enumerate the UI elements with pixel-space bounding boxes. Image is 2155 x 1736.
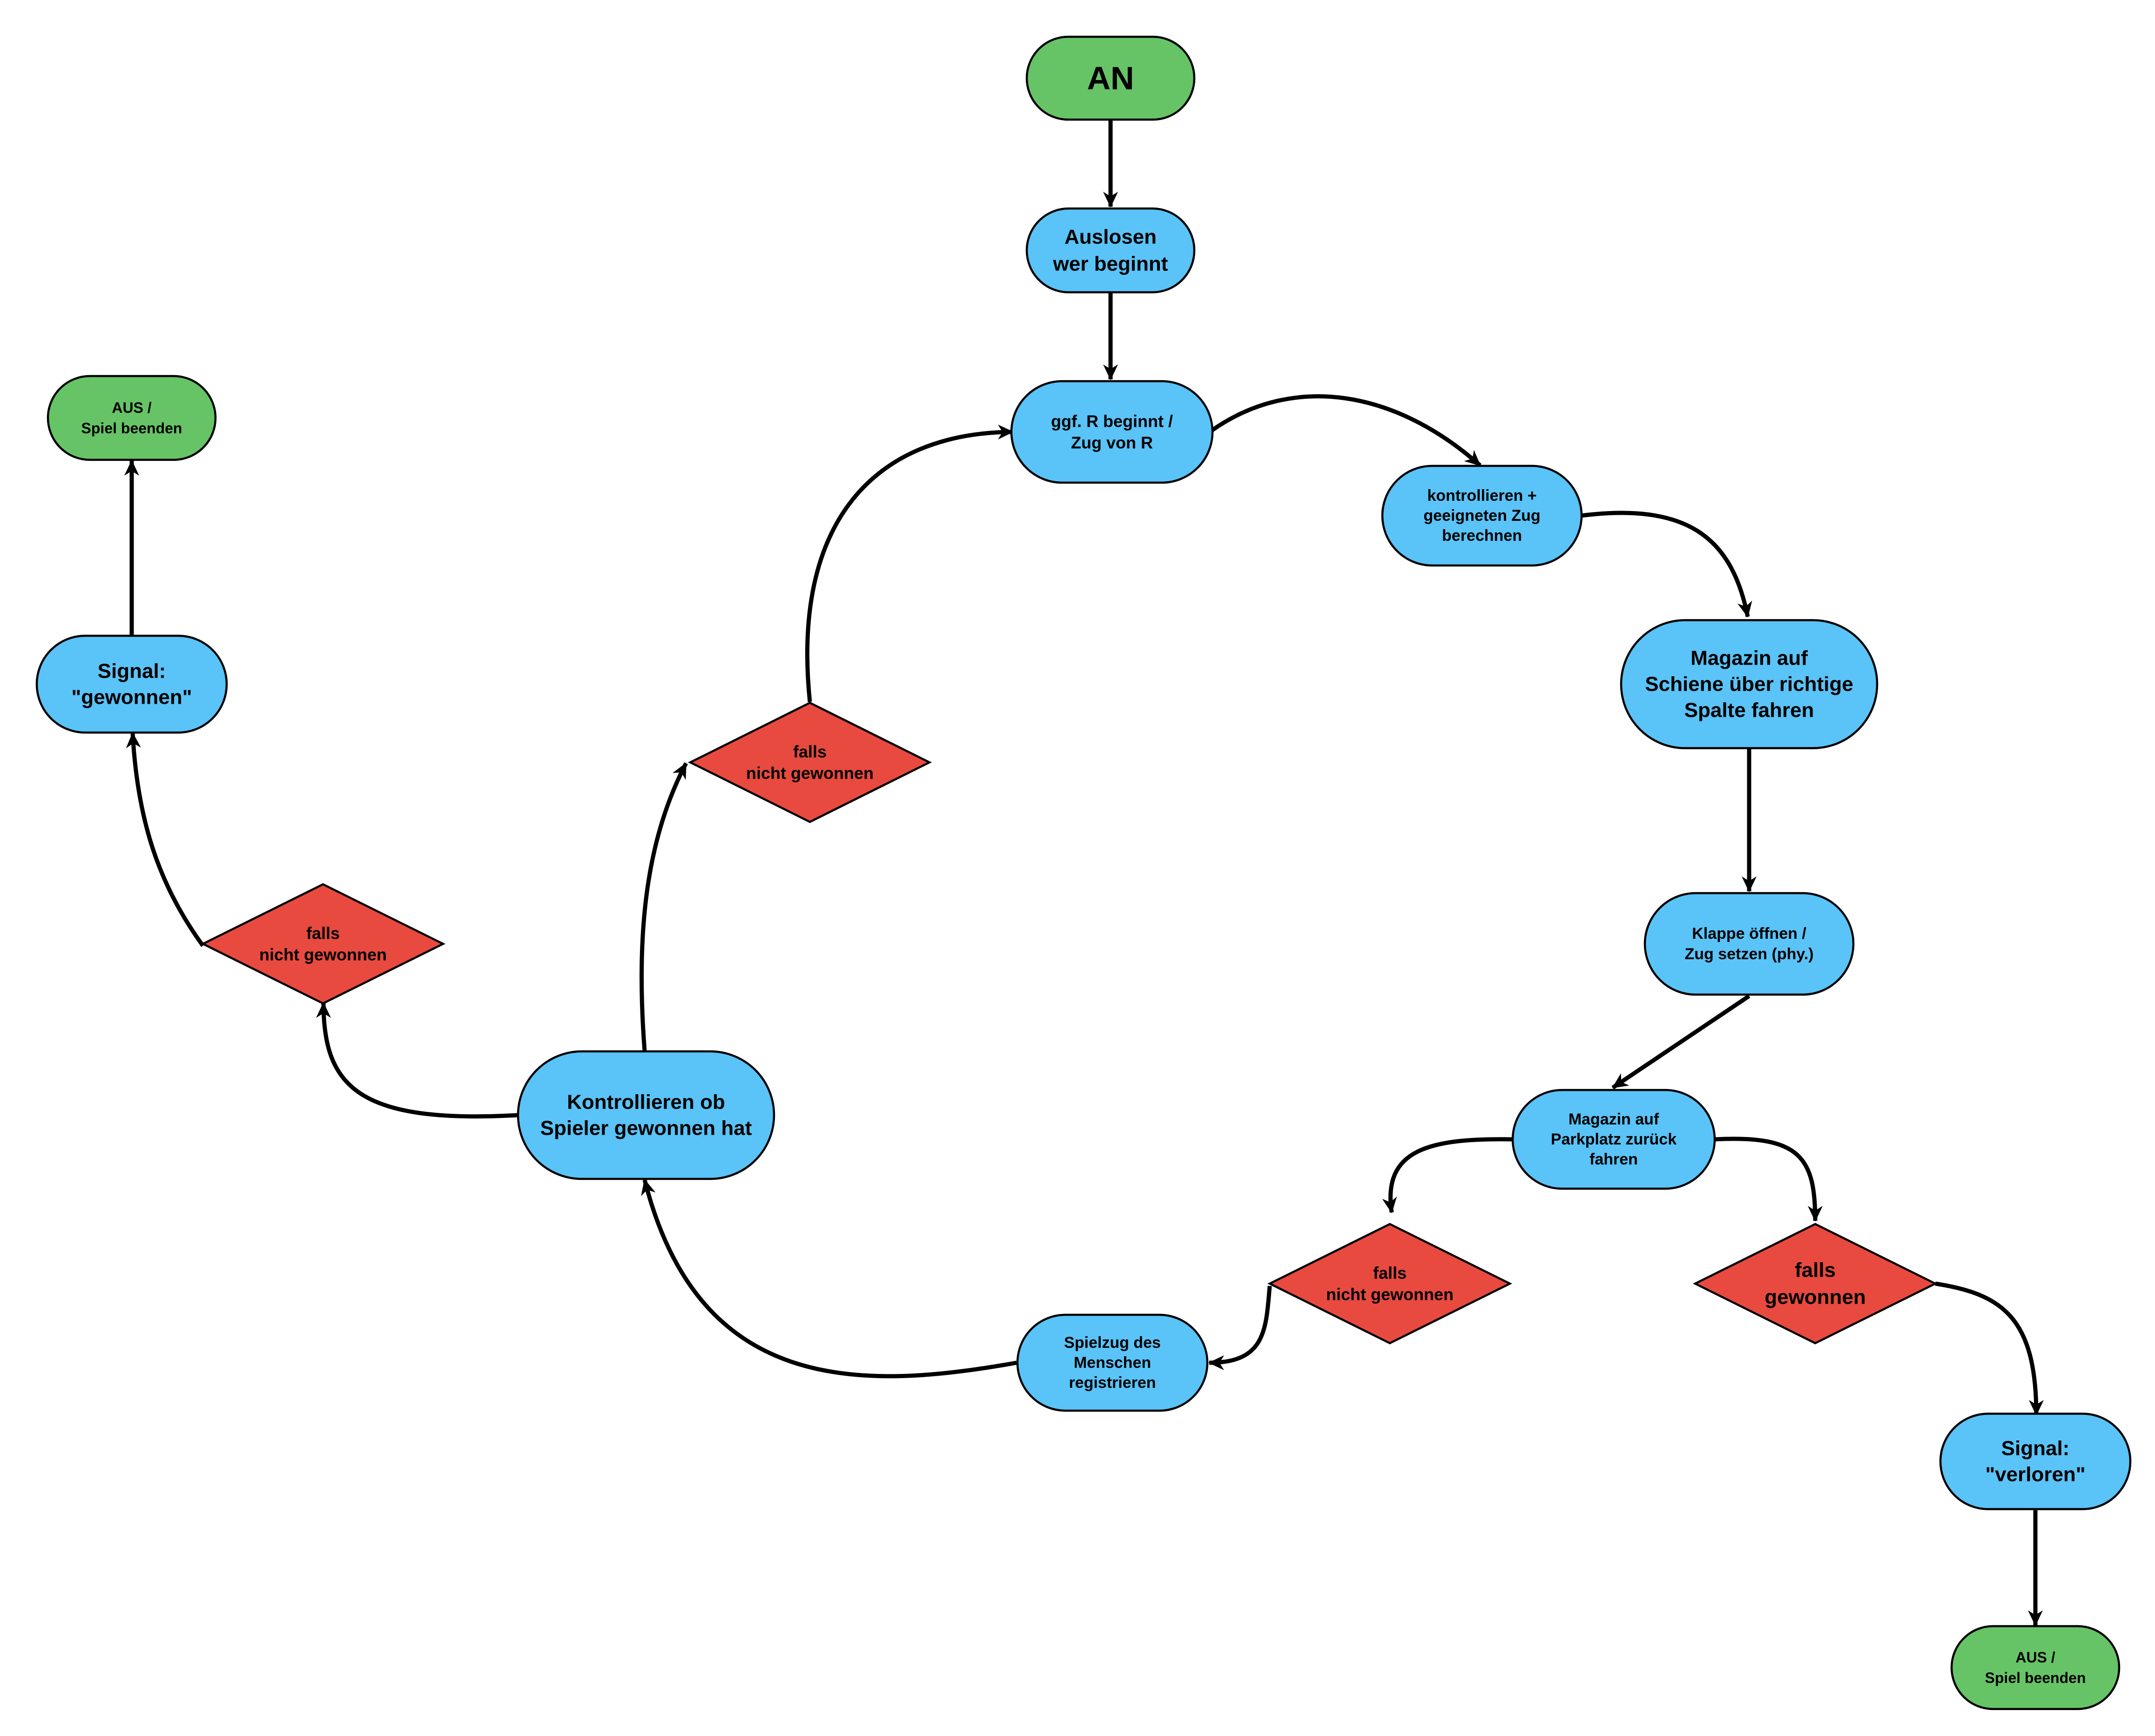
- node-label-line: Spiel beenden: [1985, 1669, 2086, 1686]
- node-decision-park-not-won: falls nicht gewonnen: [1267, 1223, 1513, 1345]
- arrow-park-to-decision-won: [1715, 1137, 1823, 1222]
- node-label-line: AN: [1087, 60, 1134, 96]
- node-label-line: berechnen: [1442, 527, 1522, 545]
- node-shape-pill: [1025, 207, 1196, 294]
- node-shape-pill: [517, 1050, 775, 1180]
- node-label-line: Magazin auf: [1569, 1110, 1659, 1128]
- node-label-line: falls: [793, 742, 827, 761]
- node-label-line: Signal:: [2001, 1437, 2070, 1460]
- node-label-line: wer beginnt: [1053, 253, 1168, 276]
- node-robot-move: ggf. R beginnt / Zug von R: [1010, 380, 1214, 484]
- node-label-line: AUS /: [2015, 1649, 2055, 1666]
- node-shape-pill: [1381, 464, 1583, 567]
- node-shape-pill: [1010, 380, 1214, 484]
- node-label-line: Spalte fahren: [1684, 699, 1814, 722]
- arrow-decision-left-to-signal-won: [126, 732, 205, 947]
- arrow-decision-to-register-human: [1208, 1285, 1272, 1370]
- node-open-flap: Klappe öffnen / Zug setzen (phy.): [1643, 892, 1855, 996]
- node-label-line: Schiene über richtige: [1645, 673, 1853, 696]
- arrow-decision-won-to-signal-lost: [1935, 1281, 2044, 1416]
- arrow-compute-to-magazine-rail: [1580, 511, 1752, 618]
- node-decision-won: falls gewonnen: [1692, 1223, 1938, 1345]
- node-label-line: gewonnen: [1764, 1286, 1866, 1309]
- node-label-line: nicht gewonnen: [259, 945, 387, 964]
- node-shape-diamond: [1692, 1223, 1938, 1345]
- node-label-line: Zug von R: [1071, 433, 1153, 452]
- arrow-park-to-decision-not-won: [1382, 1137, 1513, 1213]
- node-shape-pill: [1643, 892, 1855, 996]
- node-shape-pill: [1025, 35, 1196, 121]
- node-shape-pill: [1620, 619, 1879, 749]
- node-label-line: AUS /: [112, 399, 151, 416]
- node-compute-move: kontrollieren + geeigneten Zug berechnen: [1381, 464, 1583, 567]
- node-end-left: AUS / Spiel beenden: [47, 375, 217, 461]
- node-label-line: Auslosen: [1064, 226, 1157, 249]
- arrow-open-flap-to-park: [1611, 994, 1751, 1090]
- node-shape-diamond: [1267, 1223, 1513, 1345]
- node-label-line: Menschen: [1074, 1354, 1151, 1372]
- node-draw-lots: Auslosen wer beginnt: [1025, 207, 1196, 294]
- node-label-line: Klappe öffnen /: [1692, 925, 1806, 942]
- node-shape-pill: [1016, 1313, 1209, 1412]
- node-label-line: Parkplatz zurück: [1551, 1130, 1677, 1148]
- node-label-line: fahren: [1589, 1151, 1638, 1168]
- node-label-line: Signal:: [98, 660, 166, 683]
- node-label-line: Spiel beenden: [81, 420, 182, 437]
- node-shape-diamond: [687, 701, 932, 823]
- arrow-robot-move-to-compute: [1210, 394, 1482, 467]
- node-label-line: nicht gewonnen: [1326, 1285, 1454, 1304]
- arrow-check-to-decision-top: [640, 762, 688, 1051]
- node-label-line: nicht gewonnen: [746, 764, 874, 783]
- node-label-line: Spielzug des: [1064, 1334, 1161, 1352]
- node-label-line: falls: [306, 924, 340, 943]
- arrow-check-to-decision-left: [316, 1002, 519, 1119]
- node-label-line: geeigneten Zug: [1423, 507, 1540, 525]
- node-label-line: ggf. R beginnt /: [1051, 412, 1173, 431]
- node-signal-lost: Signal: "verloren": [1939, 1413, 2132, 1510]
- node-decision-left-not-won: falls nicht gewonnen: [200, 883, 446, 1005]
- node-label-line: registrieren: [1069, 1374, 1156, 1392]
- node-shape-pill: [1950, 1625, 2121, 1710]
- node-label-line: kontrollieren +: [1427, 487, 1536, 505]
- node-shape-diamond: [200, 883, 446, 1005]
- node-label-line: falls: [1373, 1264, 1407, 1283]
- node-label-line: Kontrollieren ob: [567, 1091, 725, 1114]
- node-shape-pill: [47, 375, 217, 461]
- node-label-line: "gewonnen": [71, 686, 192, 709]
- node-label-line: falls: [1795, 1259, 1836, 1282]
- node-decision-top-not-won: falls nicht gewonnen: [687, 701, 932, 823]
- node-label-line: Spieler gewonnen hat: [540, 1117, 752, 1140]
- arrow-register-to-check-won: [641, 1179, 1017, 1379]
- node-end-right: AUS / Spiel beenden: [1950, 1625, 2121, 1710]
- node-shape-pill: [35, 634, 228, 734]
- node-shape-pill: [1939, 1413, 2132, 1510]
- node-label-line: Magazin auf: [1690, 647, 1808, 670]
- node-label-line: Zug setzen (phy.): [1684, 945, 1813, 963]
- node-shape-pill: [1511, 1089, 1716, 1190]
- node-signal-won: Signal: "gewonnen": [35, 634, 228, 734]
- node-check-won: Kontrollieren ob Spieler gewonnen hat: [517, 1050, 775, 1180]
- node-start: AN: [1025, 35, 1196, 121]
- connector-arrows: [124, 120, 2044, 1626]
- arrow-decision-top-to-robot-move: [805, 424, 1014, 702]
- node-label-line: "verloren": [1985, 1463, 2085, 1486]
